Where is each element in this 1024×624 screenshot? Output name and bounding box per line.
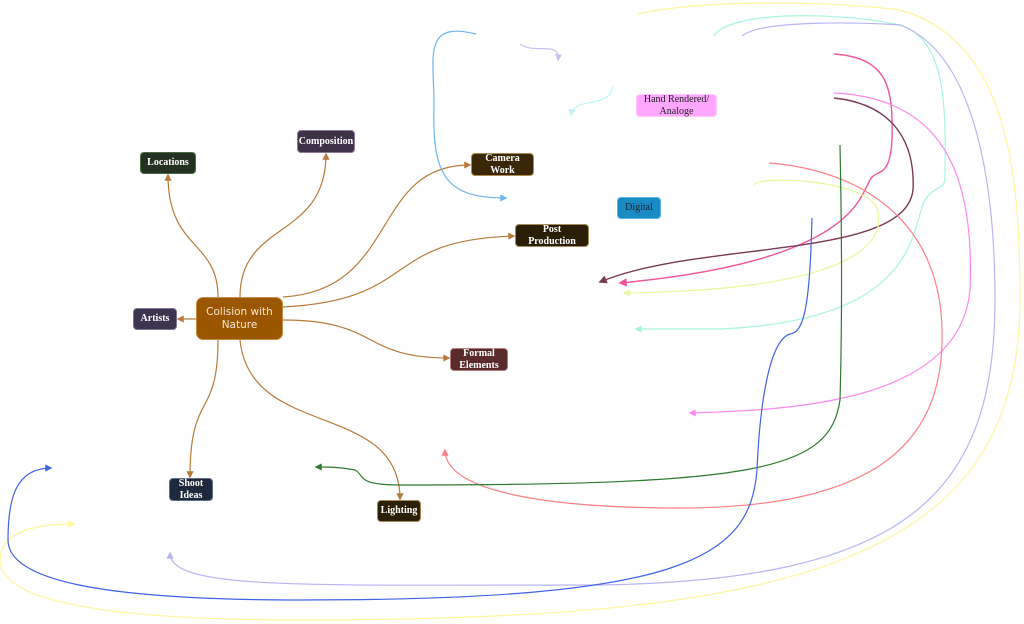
link-lime-yellow[interactable] [622,179,880,297]
node-shoot-ideas[interactable]: Shoot Ideas [169,478,213,501]
link-magenta[interactable] [688,92,972,417]
node-formal-elements[interactable]: Formal Elements [450,348,508,371]
branch-to-formal-elements[interactable] [282,319,451,362]
node-label: Camera Work [485,152,520,176]
link-blue[interactable] [7,217,813,601]
branch-to-locations[interactable] [164,173,219,298]
node-post-production[interactable]: Post Production [515,224,589,247]
link-hot-pink[interactable] [618,53,893,287]
link-aquamarine[interactable] [634,15,946,333]
branch-to-composition[interactable] [239,152,330,298]
node-label: Artists [140,313,170,324]
node-hand-rendered-analoge[interactable]: Hand Rendered/ Analoge [636,94,717,117]
branch-to-post-production[interactable] [282,232,516,308]
node-label: Post Production [528,223,576,247]
central-topic-label: Colision with Nature [206,305,273,331]
link-sky-blue[interactable] [432,30,508,202]
link-periwinkle[interactable] [166,22,996,586]
link-lavender[interactable] [519,43,563,62]
node-label: Digital [625,202,653,213]
node-locations[interactable]: Locations [140,152,196,174]
branch-to-lighting[interactable] [239,339,404,501]
node-label: Formal Elements [459,347,499,371]
branch-to-camera-work[interactable] [282,161,472,298]
node-label: Composition [298,135,354,147]
node-label: Shoot Ideas [178,477,204,501]
node-composition[interactable]: Composition [297,130,355,153]
link-pale-cyan[interactable] [568,85,614,117]
node-lighting[interactable]: Lighting [377,500,421,522]
node-artists[interactable]: Artists [133,308,177,330]
link-salmon[interactable] [441,162,943,509]
node-label: Hand Rendered/ Analoge [643,93,710,117]
link-maroon[interactable] [598,97,914,284]
central-topic-node[interactable]: Colision with Nature [196,297,283,340]
branch-to-shoot-ideas[interactable] [186,339,219,479]
node-label: Lighting [380,505,418,516]
node-camera-work[interactable]: Camera Work [471,153,534,176]
node-digital[interactable]: Digital [617,197,661,219]
node-label: Locations [147,157,189,168]
link-green[interactable] [314,144,843,486]
